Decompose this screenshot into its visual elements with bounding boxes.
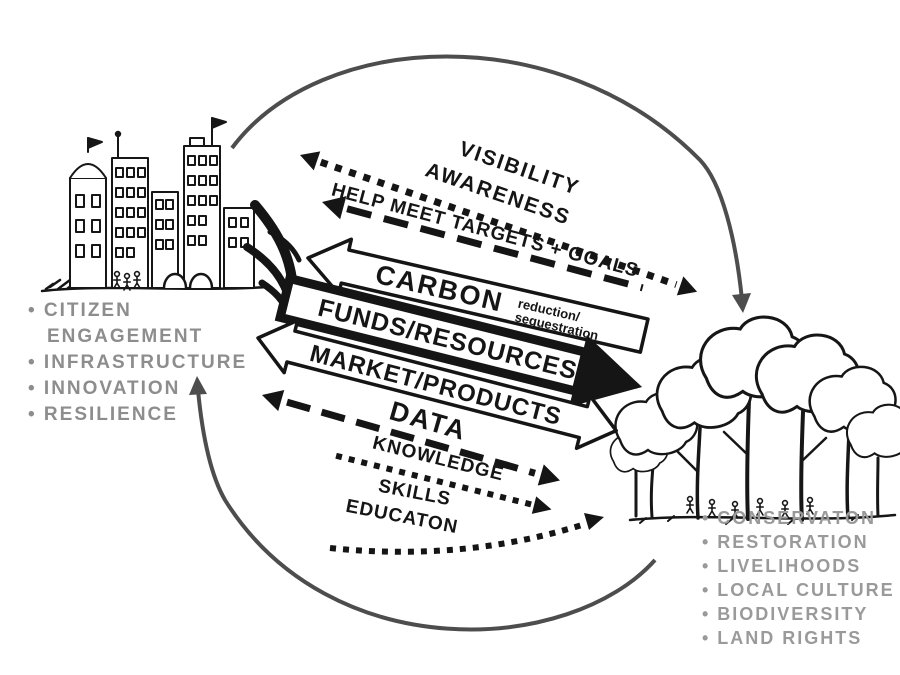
forest-value-item: • LOCAL CULTURE <box>702 580 895 600</box>
city-value-item: ENGAGEMENT <box>47 326 204 347</box>
city-value-item: • INFRASTRUCTURE <box>28 352 248 373</box>
forest-value-item: • LIVELIHOODS <box>702 556 862 576</box>
visibility-dotted-line <box>319 158 678 288</box>
tree-trunk-4 <box>799 410 805 522</box>
arc-bottom-arrowhead <box>189 376 207 395</box>
city-dome-roof <box>69 163 107 179</box>
forest-value-item: • BIODIVERSITY <box>702 604 869 624</box>
forest-ground <box>628 513 897 522</box>
arc-top-path <box>230 54 744 301</box>
cycle-arc-bottom <box>189 376 657 632</box>
city-building-2 <box>111 157 149 289</box>
funds-arrowhead <box>569 335 643 407</box>
education-dotted-line <box>329 521 586 555</box>
cycle-arc-top <box>230 54 751 313</box>
help-targets-arrowhead <box>322 196 347 220</box>
arc-bottom-path <box>196 389 657 632</box>
city-value-item: • RESILIENCE <box>28 404 178 425</box>
forest-illustration <box>609 315 900 525</box>
city-value-item: • CITIZEN <box>28 300 132 321</box>
arc-top-arrowhead <box>732 293 751 313</box>
forest-value-item: • RESTORATION <box>702 532 869 552</box>
market-arrow-shape <box>256 318 618 451</box>
forest-value-item: • LAND RIGHTS <box>702 628 863 648</box>
visibility-arrowhead-left <box>300 151 321 171</box>
forest-person-1 <box>685 495 695 514</box>
forest-values-list: • CONSERVATON • RESTORATION • LIVELIHOOD… <box>702 506 895 650</box>
data-arrowhead-right <box>537 464 560 486</box>
tree-trunk-2 <box>695 426 702 520</box>
education-arrow <box>329 513 604 555</box>
knowledge-arrowhead <box>531 496 552 514</box>
city-base-scribble <box>44 278 80 291</box>
education-arrowhead <box>584 513 604 530</box>
data-arrowhead-left <box>262 389 285 412</box>
city-illustration <box>40 117 270 293</box>
city-values-list: • CITIZEN ENGAGEMENT • INFRASTRUCTURE • … <box>28 298 247 428</box>
forest-grass <box>639 514 859 525</box>
forest-value-item: • CONSERVATON <box>702 508 876 528</box>
skills-education-labels: SKILLS EDUCATON <box>344 476 460 539</box>
help-targets-dashed-line <box>346 205 644 292</box>
data-dashed-line <box>286 398 536 477</box>
city-flag-2 <box>211 117 227 129</box>
city-arch-1 <box>162 272 188 290</box>
tree-trunk-3 <box>745 398 751 521</box>
knowledge-dotted-line <box>335 452 535 509</box>
city-flag-1 <box>87 137 103 149</box>
city-value-item: • INNOVATION <box>28 378 181 399</box>
city-arch-2 <box>188 272 214 290</box>
visibility-arrowhead-right <box>676 276 698 296</box>
tree-branches <box>676 430 828 474</box>
tendril-4 <box>267 229 302 263</box>
